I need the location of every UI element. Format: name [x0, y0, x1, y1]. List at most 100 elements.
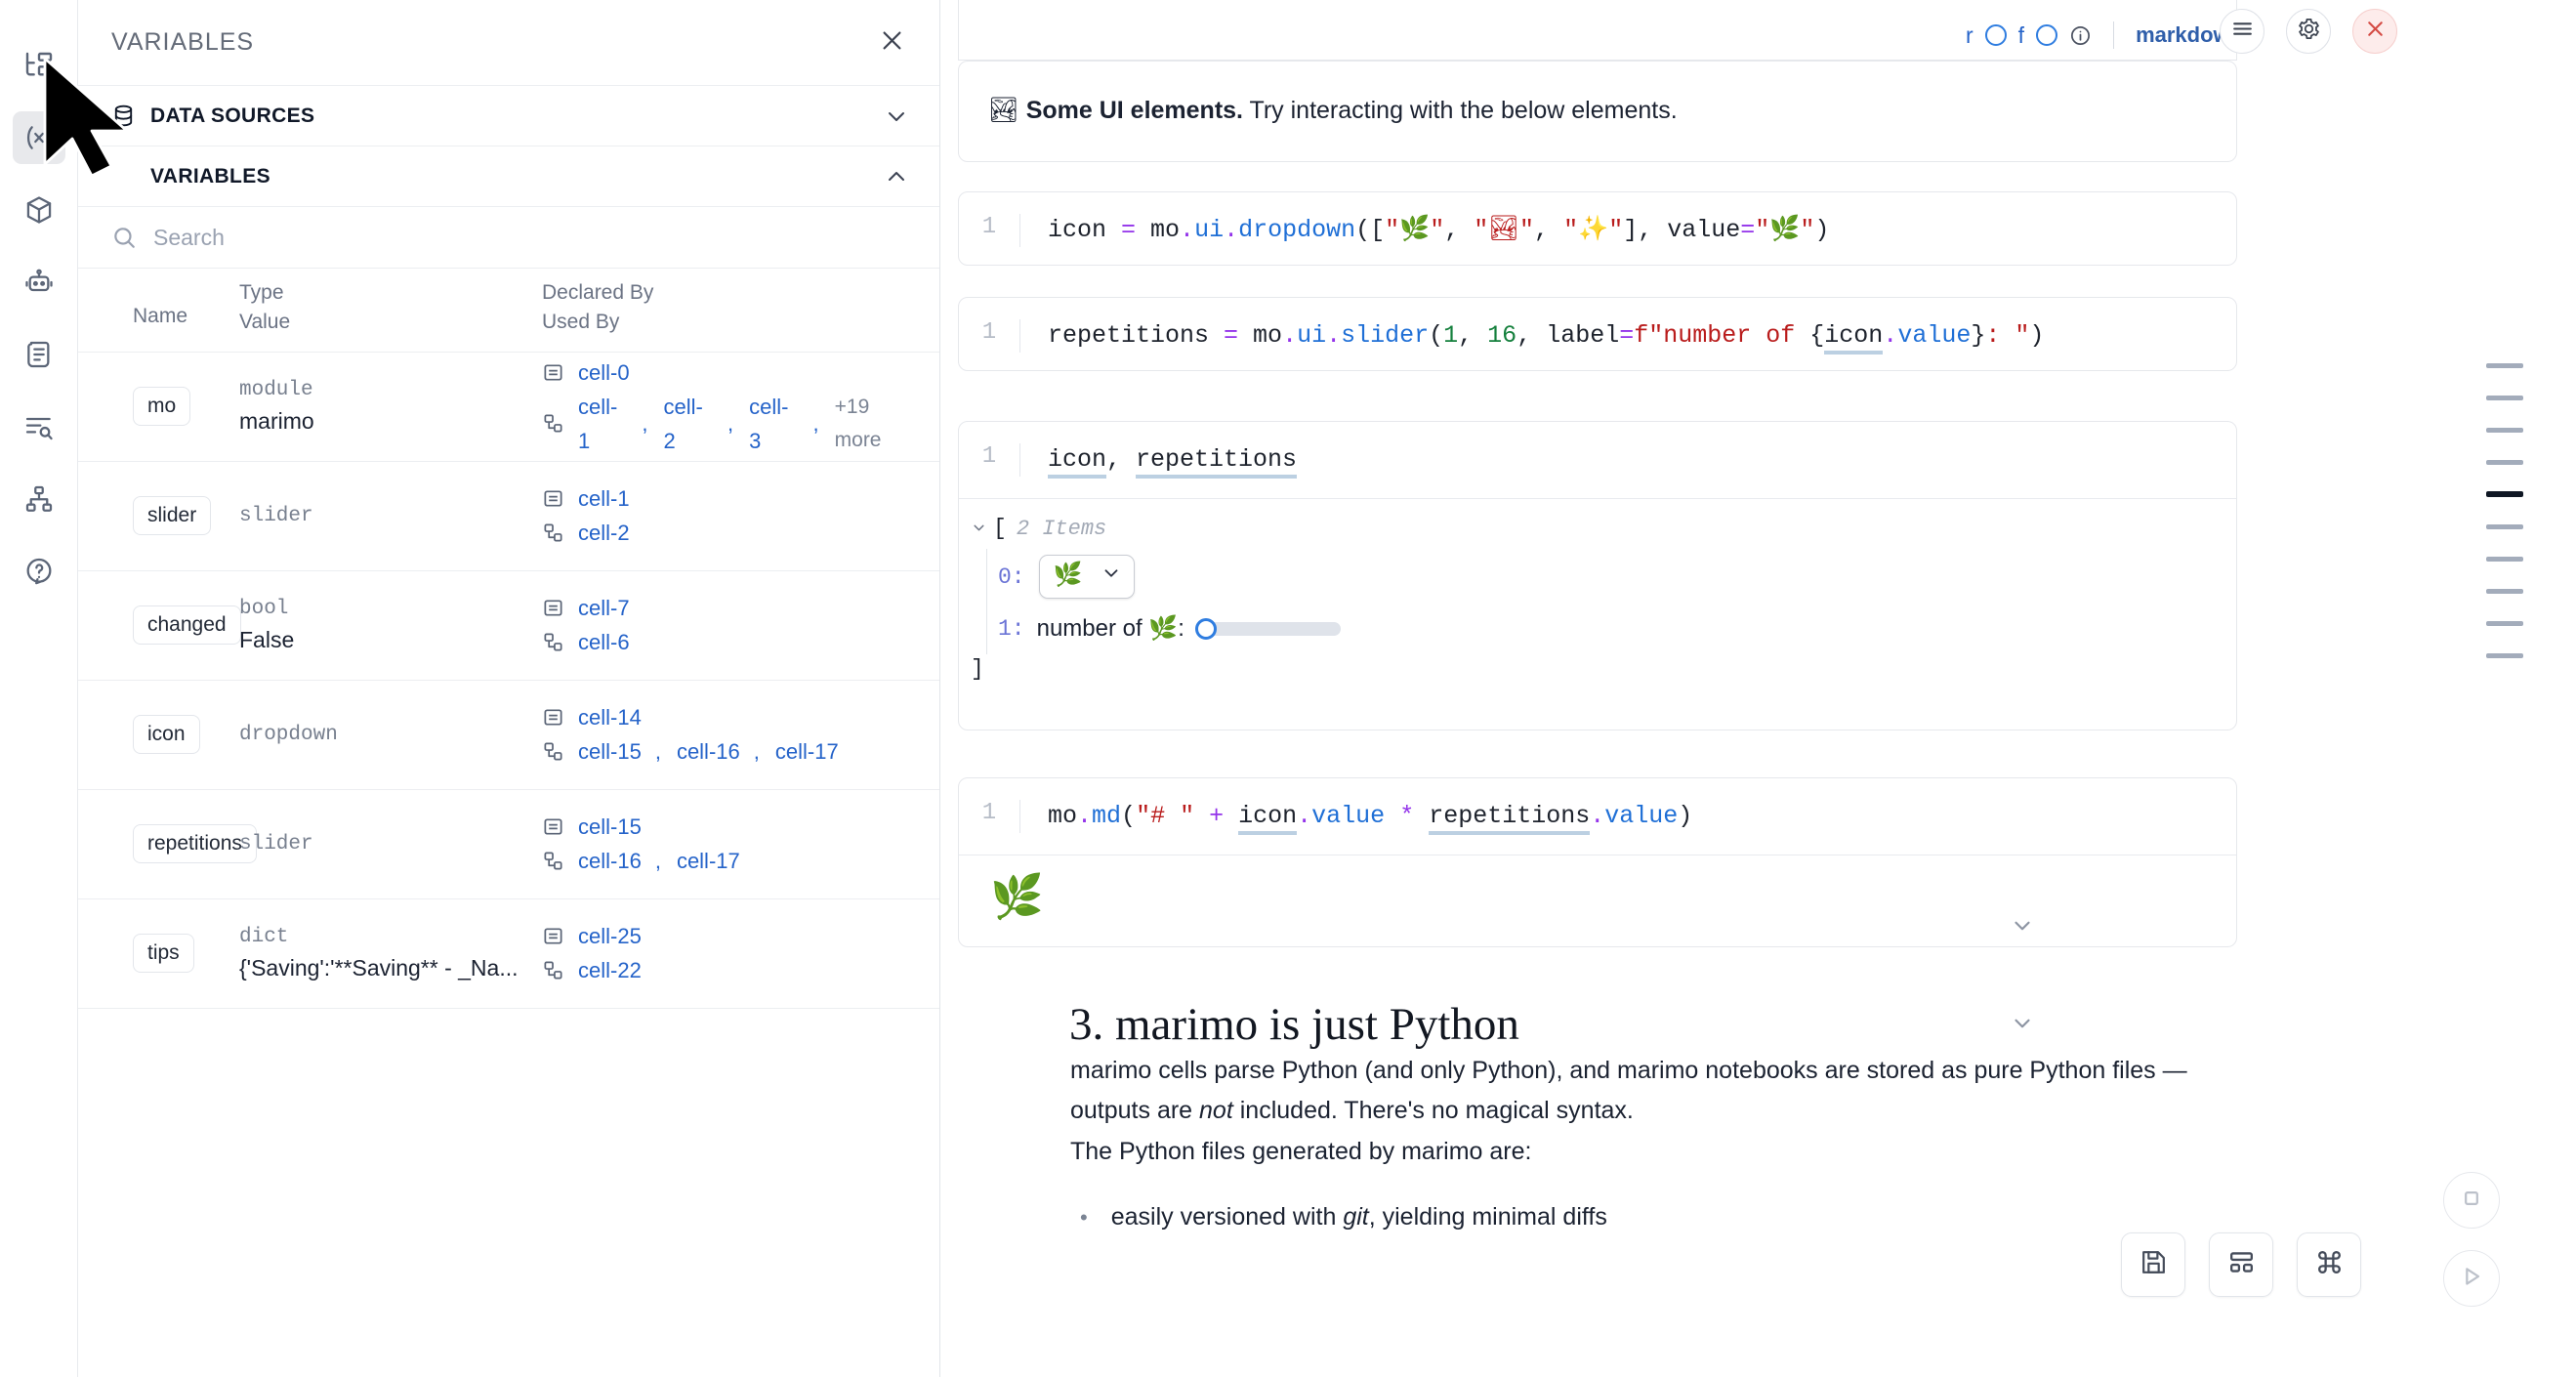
used-by-link[interactable]: cell-2 — [663, 394, 703, 453]
variable-name-chip[interactable]: changed — [133, 605, 241, 646]
slider-widget[interactable] — [1194, 617, 1341, 640]
used-by-link[interactable]: cell-6 — [578, 630, 630, 655]
declared-by-link[interactable]: cell-7 — [578, 596, 630, 621]
table-row[interactable]: changed bool False cell-7 — [78, 571, 939, 681]
cell-menu-button[interactable] — [2220, 9, 2264, 54]
dropdown-widget[interactable]: 🌿 — [1038, 555, 1135, 599]
table-row[interactable]: slider slider cell-1 — [78, 462, 939, 571]
variable-name-chip[interactable]: repetitions — [133, 824, 257, 864]
table-row[interactable]: mo module marimo cell-0 — [78, 353, 939, 462]
minimap-tick[interactable] — [2486, 363, 2523, 368]
paragraph-text-a: marimo cells parse Python (and only Pyth… — [1070, 1057, 2187, 1124]
used-by-link[interactable]: cell-17 — [676, 849, 740, 874]
used-by-link[interactable]: cell-3 — [749, 394, 789, 453]
used-by-link[interactable]: cell-1 — [578, 394, 618, 453]
declared-by-icon — [542, 597, 564, 619]
variable-name-chip[interactable]: tips — [133, 934, 194, 974]
list-item-pre: easily versioned with — [1110, 1203, 1344, 1231]
code-text[interactable]: icon = mo.ui.dropdown(["🌿", "🏞", "✨"], v… — [1019, 214, 1829, 247]
run-on-change-toggle[interactable] — [1984, 24, 2007, 46]
code-text[interactable]: mo.md("# " + icon.value * repetitions.va… — [1019, 800, 1692, 835]
collapse-section-3-button[interactable] — [2010, 1011, 2035, 1041]
declared-by-link[interactable]: cell-0 — [578, 359, 630, 385]
list-item-emphasis: git — [1343, 1203, 1369, 1231]
code-cell-3[interactable]: 1 icon, repetitions [ 2 Items 0: — [958, 421, 2237, 730]
sidebar-item-chat[interactable] — [13, 256, 65, 309]
code-cell-4[interactable]: 1 mo.md("# " + icon.value * repetitions.… — [958, 777, 2237, 947]
sidebar-item-variables[interactable] — [12, 111, 65, 164]
icon-rail — [0, 0, 78, 1377]
slider-track[interactable] — [1195, 621, 1341, 636]
variable-name-chip[interactable]: slider — [133, 496, 212, 536]
cell-settings-button[interactable] — [2286, 9, 2331, 54]
minimap-tick-current[interactable] — [2486, 491, 2523, 497]
declared-by-link[interactable]: cell-25 — [578, 924, 642, 949]
used-by-link[interactable]: cell-15 — [578, 739, 642, 765]
minimap-tick[interactable] — [2486, 524, 2523, 529]
table-row[interactable]: tips dict {'Saving':'**Saving** - _Na...… — [78, 899, 939, 1009]
declared-by-link[interactable]: cell-14 — [578, 705, 642, 730]
variable-name-chip[interactable]: icon — [133, 715, 200, 755]
sidebar-item-outline[interactable] — [13, 400, 65, 453]
run-all-button[interactable] — [2443, 1250, 2500, 1307]
chevron-down-icon[interactable] — [885, 104, 908, 128]
code-cell-2[interactable]: 1 repetitions = mo.ui.slider(1, 16, labe… — [958, 297, 2237, 371]
code-cell-1[interactable]: 1 icon = mo.ui.dropdown(["🌿", "🏞", "✨"],… — [958, 191, 2237, 266]
code-text[interactable]: icon, repetitions — [1019, 443, 1298, 479]
chevron-down-icon[interactable] — [971, 518, 987, 540]
notebook-scroll: 1 """🏞 Some UI elements.""" Try interact… — [940, 0, 2576, 1377]
used-by-link[interactable]: cell-17 — [774, 739, 839, 765]
info-icon[interactable] — [2069, 24, 2092, 47]
section-data-sources[interactable]: DATA SOURCES — [78, 86, 939, 146]
minimap-tick[interactable] — [2486, 621, 2523, 626]
sidebar-item-logs[interactable] — [13, 328, 65, 381]
minimap-tick[interactable] — [2486, 396, 2523, 400]
save-button[interactable] — [2121, 1232, 2185, 1297]
minimap-tick[interactable] — [2486, 557, 2523, 562]
section-paragraph-2: The Python files generated by marimo are… — [1070, 1138, 1532, 1165]
database-icon — [111, 104, 136, 128]
command-palette-button[interactable] — [2297, 1232, 2361, 1297]
variables-panel: VARIABLES DATA SOURCES — [78, 0, 940, 1377]
markdown-output-cell[interactable]: 🏞 Some UI elements. Try interacting with… — [958, 61, 2237, 162]
panel-close-button[interactable] — [875, 26, 908, 60]
markdown-cell-editor[interactable]: 1 """🏞 Some UI elements.""" Try interact… — [958, 0, 2237, 61]
table-row[interactable]: repetitions slider cell-15 — [78, 790, 939, 899]
sidebar-item-help[interactable] — [13, 545, 65, 598]
cell-delete-button[interactable] — [2352, 9, 2397, 54]
interrupt-button[interactable] — [2443, 1172, 2500, 1229]
used-by-link[interactable]: cell-22 — [578, 958, 642, 983]
code-text[interactable]: repetitions = mo.ui.slider(1, 16, label=… — [1019, 319, 2044, 355]
variable-type: slider — [239, 832, 313, 855]
chevron-up-icon[interactable] — [885, 165, 908, 188]
robot-icon — [23, 267, 55, 298]
used-by-link[interactable]: cell-16 — [578, 849, 642, 874]
used-by-more[interactable]: +19 more — [834, 396, 882, 451]
table-row[interactable]: icon dropdown cell-14 — [78, 681, 939, 790]
sidebar-item-packages[interactable] — [13, 184, 65, 236]
used-by-icon — [542, 412, 564, 435]
used-by-link[interactable]: cell-2 — [578, 521, 630, 546]
section-variables[interactable]: VARIABLES — [78, 146, 939, 207]
declared-by-link[interactable]: cell-1 — [578, 486, 630, 512]
minimap-tick[interactable] — [2486, 653, 2523, 658]
sidebar-item-file-explorer[interactable] — [13, 39, 65, 92]
dependency-graph-icon — [23, 483, 55, 515]
slider-knob[interactable] — [1194, 617, 1217, 640]
cell-toolbar: r f markdown — [1966, 21, 2243, 49]
minimap-tick[interactable] — [2486, 460, 2523, 465]
section-paragraph-1: marimo cells parse Python (and only Pyth… — [1070, 1051, 2269, 1131]
layout-button[interactable] — [2209, 1232, 2273, 1297]
variable-name-chip[interactable]: mo — [133, 387, 191, 427]
declared-by-link[interactable]: cell-15 — [578, 814, 642, 840]
minimap-tick[interactable] — [2486, 428, 2523, 433]
hamburger-menu-icon — [2230, 17, 2255, 46]
search-input[interactable] — [153, 224, 908, 251]
freeze-toggle[interactable] — [2036, 24, 2058, 46]
chevron-down-icon — [1101, 563, 1122, 591]
sidebar-item-dependency-graph[interactable] — [13, 473, 65, 525]
used-by-link[interactable]: cell-16 — [676, 739, 740, 765]
collapse-cell-4-button[interactable] — [2010, 913, 2035, 943]
minimap-tick[interactable] — [2486, 589, 2523, 594]
used-by-icon — [542, 522, 564, 544]
